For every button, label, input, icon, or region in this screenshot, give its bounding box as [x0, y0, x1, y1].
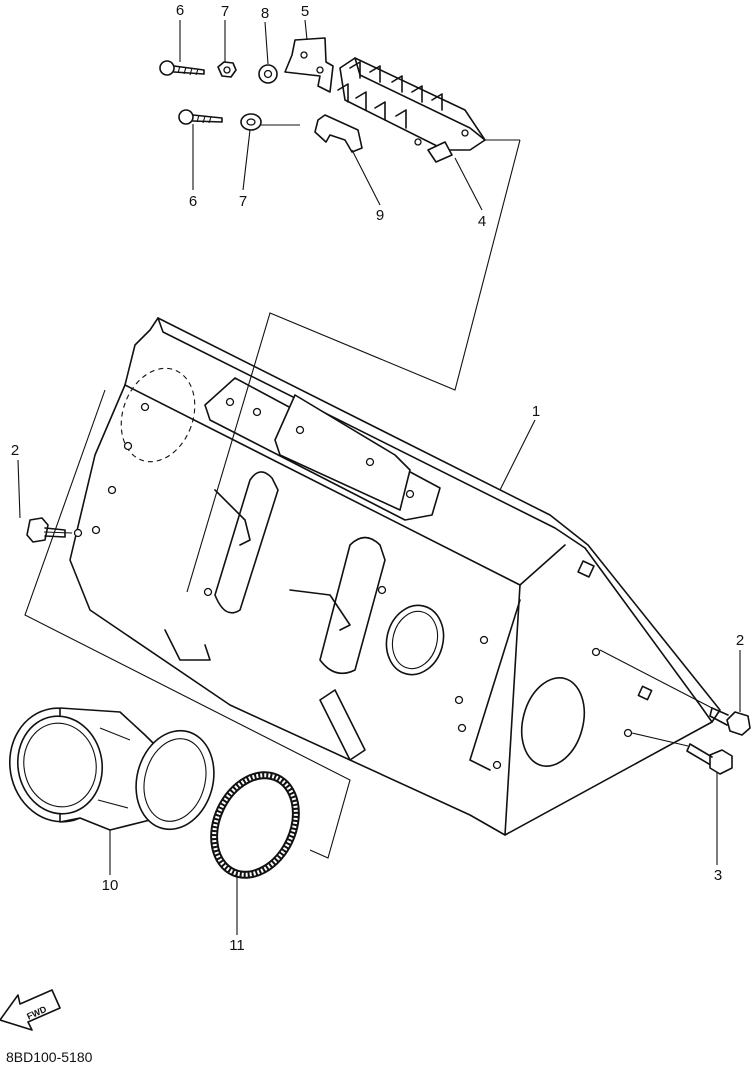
bracket-part-5 [284, 37, 334, 93]
screw-part-6-lower [178, 109, 223, 125]
screw-part-6-upper [159, 60, 205, 76]
bolt-part-3 [686, 743, 733, 775]
fwd-arrow-icon: FWD [0, 989, 61, 1031]
gasket-ring-part-11 [210, 771, 300, 879]
callout-3: 3 [714, 867, 722, 884]
leader-lines [17, 19, 741, 935]
callout-6-upper: 6 [176, 2, 184, 19]
callout-1: 1 [532, 403, 540, 420]
drawing-code: 8BD100-5180 [6, 1049, 93, 1065]
assembly-guide-lines [24, 124, 713, 859]
callout-7-lower: 7 [239, 193, 247, 210]
clip-part-9 [314, 114, 363, 153]
duct-part-10 [8, 707, 215, 831]
callout-2-left: 2 [11, 442, 19, 459]
nut-part-8 [258, 64, 278, 84]
callout-11: 11 [229, 937, 245, 954]
callout-8: 8 [261, 5, 269, 22]
callout-7-upper: 7 [221, 3, 229, 20]
callout-numbers: 6 7 8 5 6 7 9 4 1 2 2 3 10 11 [11, 2, 744, 954]
washer-part-7-lower [240, 113, 262, 131]
bolt-part-2-right [709, 707, 751, 736]
callout-9: 9 [376, 207, 384, 224]
main-tray-part-1 [69, 317, 721, 836]
callout-6-lower: 6 [189, 193, 197, 210]
callout-4: 4 [478, 213, 486, 230]
callout-5: 5 [301, 3, 309, 20]
callout-10: 10 [102, 877, 119, 894]
terminal-block-part-4 [337, 57, 486, 163]
callout-2-right: 2 [736, 632, 744, 649]
bolt-part-2-left [26, 517, 66, 543]
nut-part-7-upper [217, 61, 237, 78]
